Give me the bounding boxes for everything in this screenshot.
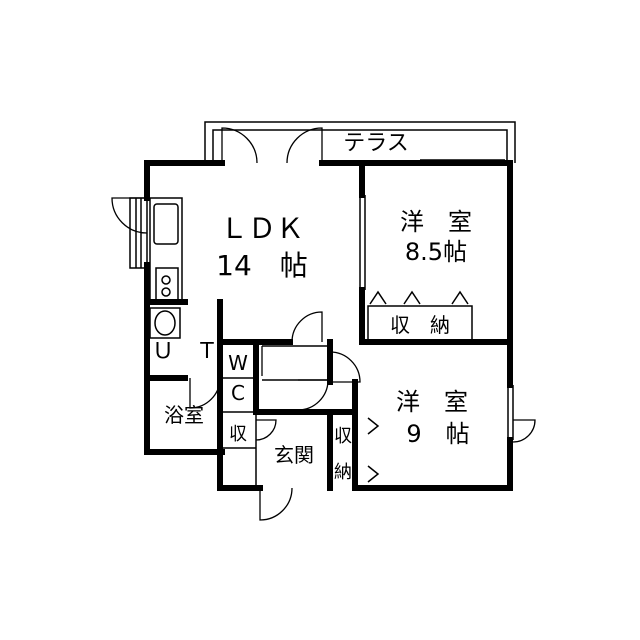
- thin-lines: [222, 159, 514, 488]
- small-storage-label: 収: [229, 424, 247, 445]
- ut-label: Ｕ Ｔ: [152, 339, 218, 364]
- western-room2-size-label: 9 帖: [406, 420, 469, 448]
- kitchen-fixtures: [129, 197, 183, 304]
- bath-label: 浴室: [164, 403, 204, 427]
- stove-icon: [161, 275, 171, 285]
- western-room1-label: 洋 室: [400, 208, 472, 236]
- sink-icon: [153, 203, 179, 245]
- walls: [144, 160, 513, 491]
- ldk-label: ＬＤＫ: [220, 212, 304, 245]
- wc-w-label: W: [228, 351, 248, 375]
- terrace-label: テラス: [343, 131, 409, 156]
- door-swings: [111, 127, 536, 521]
- ldk-size-label: 14 帖: [216, 249, 308, 282]
- entrance-label: 玄関: [274, 443, 314, 467]
- washbasin-icon: [149, 307, 181, 339]
- western-room2-label: 洋 室: [396, 388, 468, 416]
- storage1-label: 収 納: [390, 313, 450, 337]
- storage2-label-bottom: 納: [334, 462, 352, 483]
- wc-c-label: C: [231, 381, 245, 405]
- storage2-label-top: 収: [334, 426, 352, 447]
- western-room1-size-label: 8.5帖: [405, 238, 467, 266]
- terrace-area: [204, 121, 516, 163]
